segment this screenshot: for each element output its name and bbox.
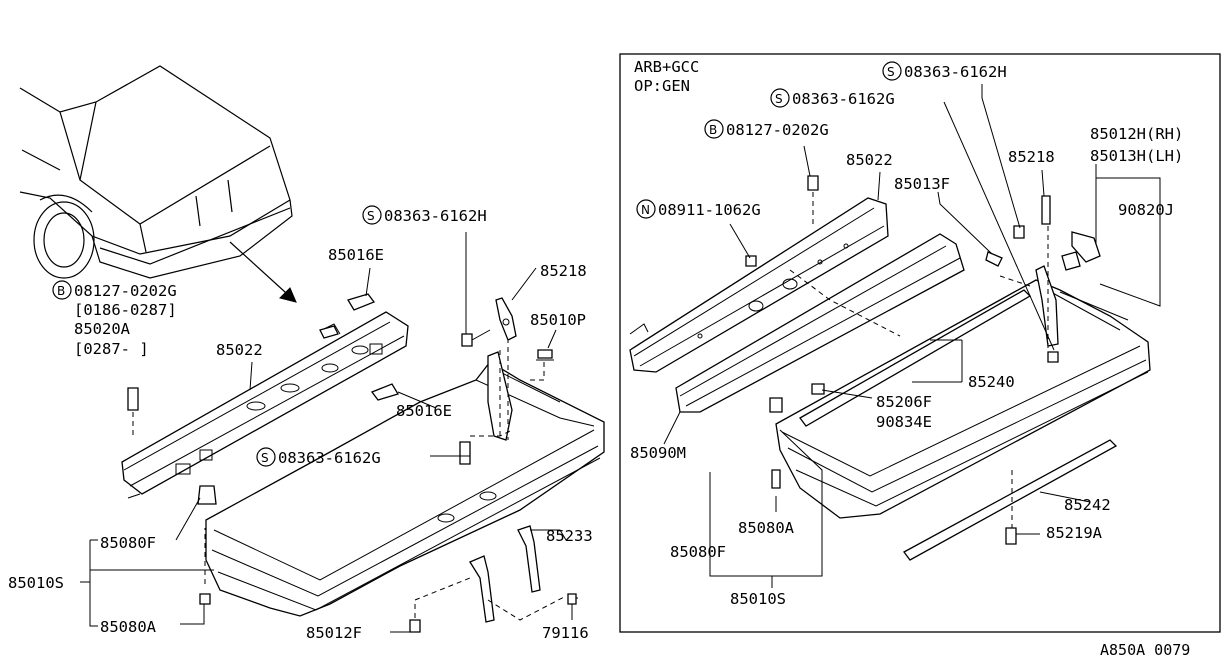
label-85206f: 85206F: [876, 393, 932, 411]
label-85242: 85242: [1064, 496, 1111, 514]
label-85233: 85233: [546, 527, 593, 545]
right-leaders: [663, 84, 1161, 588]
n-symbol: N: [641, 203, 650, 217]
label-r-85022: 85022: [846, 151, 893, 169]
label-85090m: 85090M: [630, 444, 686, 462]
heading-line-1: ARB+GCC: [634, 58, 699, 76]
label-r-85218: 85218: [1008, 148, 1055, 166]
reinforcement-beam: [121, 311, 409, 499]
label-r-85010s: 85010S: [730, 590, 786, 608]
side-brackets-85012h: [1061, 231, 1101, 271]
label-range-0186-0287: [0186-0287]: [74, 301, 177, 319]
right-labels: S 08363-6162H S 08363-6162G B 08127-0202…: [630, 61, 1183, 608]
s-symbol-circle-2: [256, 447, 276, 467]
label-85013h: 85013H(LH): [1090, 147, 1183, 165]
label-85010s: 85010S: [8, 574, 64, 592]
label-85010p: 85010P: [530, 311, 586, 329]
s-symbol-4: S: [775, 92, 783, 106]
label-90834e: 90834E: [876, 413, 932, 431]
b-symbol-circle: [52, 280, 72, 300]
left-labels: B 08127-0202G [0186-0287] 85020A [0287- …: [8, 205, 593, 642]
label-85016e-bottom: 85016E: [396, 402, 452, 420]
label-85080a: 85080A: [100, 618, 157, 636]
label-85218: 85218: [540, 262, 587, 280]
label-r-08363-6162h: 08363-6162H: [904, 63, 1007, 81]
b-symbol-circle-2: [704, 119, 724, 139]
right-panel: ARB+GCC OP:GEN: [619, 53, 1221, 633]
label-r-85080f: 85080F: [670, 543, 726, 561]
left-leaders: [80, 232, 573, 633]
heading-line-2: OP:GEN: [634, 77, 690, 95]
clip-85080f: [197, 485, 217, 505]
s-symbol-circle-1: [362, 205, 382, 225]
label-85022: 85022: [216, 341, 263, 359]
side-brackets-85233: [469, 525, 578, 623]
b-symbol-2: B: [709, 123, 717, 137]
label-90820j: 90820J: [1118, 201, 1174, 219]
label-85020a: 85020A: [74, 320, 131, 338]
label-85013f: 85013F: [894, 175, 950, 193]
bumper-fascia-right: [775, 265, 1151, 519]
clip-85010p: [526, 349, 554, 381]
label-r-08127-0202g: 08127-0202G: [726, 121, 829, 139]
lower-strip-85242: [903, 439, 1118, 561]
n-symbol-circle: [636, 199, 656, 219]
label-08363-6162g: 08363-6162G: [278, 449, 381, 467]
label-range-0287: [0287- ]: [74, 340, 149, 358]
label-85012f: 85012F: [306, 624, 362, 642]
bolts-left: [127, 329, 513, 633]
pads-85016e: [319, 293, 399, 401]
footer-code: A850A 0079: [1100, 641, 1190, 659]
s-symbol-1: S: [367, 209, 375, 223]
label-85080f: 85080F: [100, 534, 156, 552]
s-symbol-circle-4: [770, 88, 790, 108]
label-08911-1062g: 08911-1062G: [658, 201, 761, 219]
label-r-08363-6162g: 08363-6162G: [792, 90, 895, 108]
label-r-85080a: 85080A: [738, 519, 795, 537]
label-85240: 85240: [968, 373, 1015, 391]
bumper-fascia: [205, 338, 605, 617]
b-symbol: B: [57, 284, 65, 298]
left-panel: B 08127-0202G [0186-0287] 85020A [0287- …: [8, 65, 605, 642]
bracket-85218: [495, 297, 517, 341]
s-symbol-2: S: [261, 451, 269, 465]
label-85016e-top: 85016E: [328, 246, 384, 264]
label-08363-6162h: 08363-6162H: [384, 207, 487, 225]
s-symbol-3: S: [887, 65, 895, 79]
label-08127-0202g: 08127-0202G: [74, 282, 177, 300]
reinforcement-beam-right: [629, 197, 889, 373]
fasteners-right: [745, 175, 1059, 545]
label-85219a: 85219A: [1046, 524, 1103, 542]
label-85012h: 85012H(RH): [1090, 125, 1183, 143]
car-rear-illustration: [19, 65, 297, 303]
right-panel-frame: [619, 53, 1221, 633]
s-symbol-circle-3: [882, 61, 902, 81]
label-79116: 79116: [542, 624, 589, 642]
